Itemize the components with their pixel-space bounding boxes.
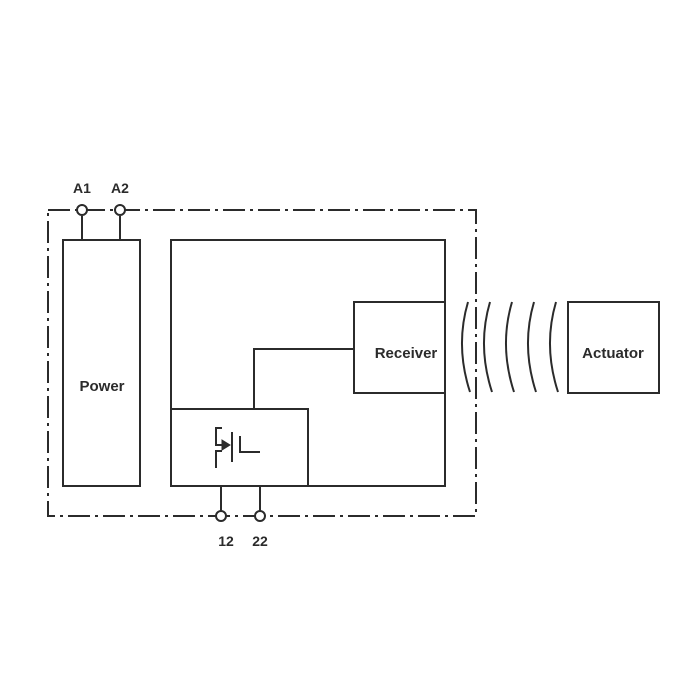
wire-receiver-switch (253, 348, 354, 409)
terminal-a1 (76, 204, 88, 216)
terminal-a1-label: A1 (73, 180, 91, 196)
terminal-a2 (114, 204, 126, 216)
terminal-22 (254, 510, 266, 522)
wireless-signal-icon (461, 301, 559, 393)
actuator-label: Actuator (582, 345, 644, 362)
terminal-22-label: 22 (252, 533, 268, 549)
power-label: Power (79, 378, 124, 395)
terminal-a2-label: A2 (111, 180, 129, 196)
terminal-12-label: 12 (218, 533, 234, 549)
power-block (62, 239, 141, 487)
receiver-block (353, 301, 446, 394)
receiver-label: Receiver (375, 345, 438, 362)
actuator-block (567, 301, 660, 394)
terminal-12 (215, 510, 227, 522)
device-enclosure (47, 209, 477, 517)
mosfet-icon (215, 427, 260, 468)
switch-block (170, 408, 309, 487)
